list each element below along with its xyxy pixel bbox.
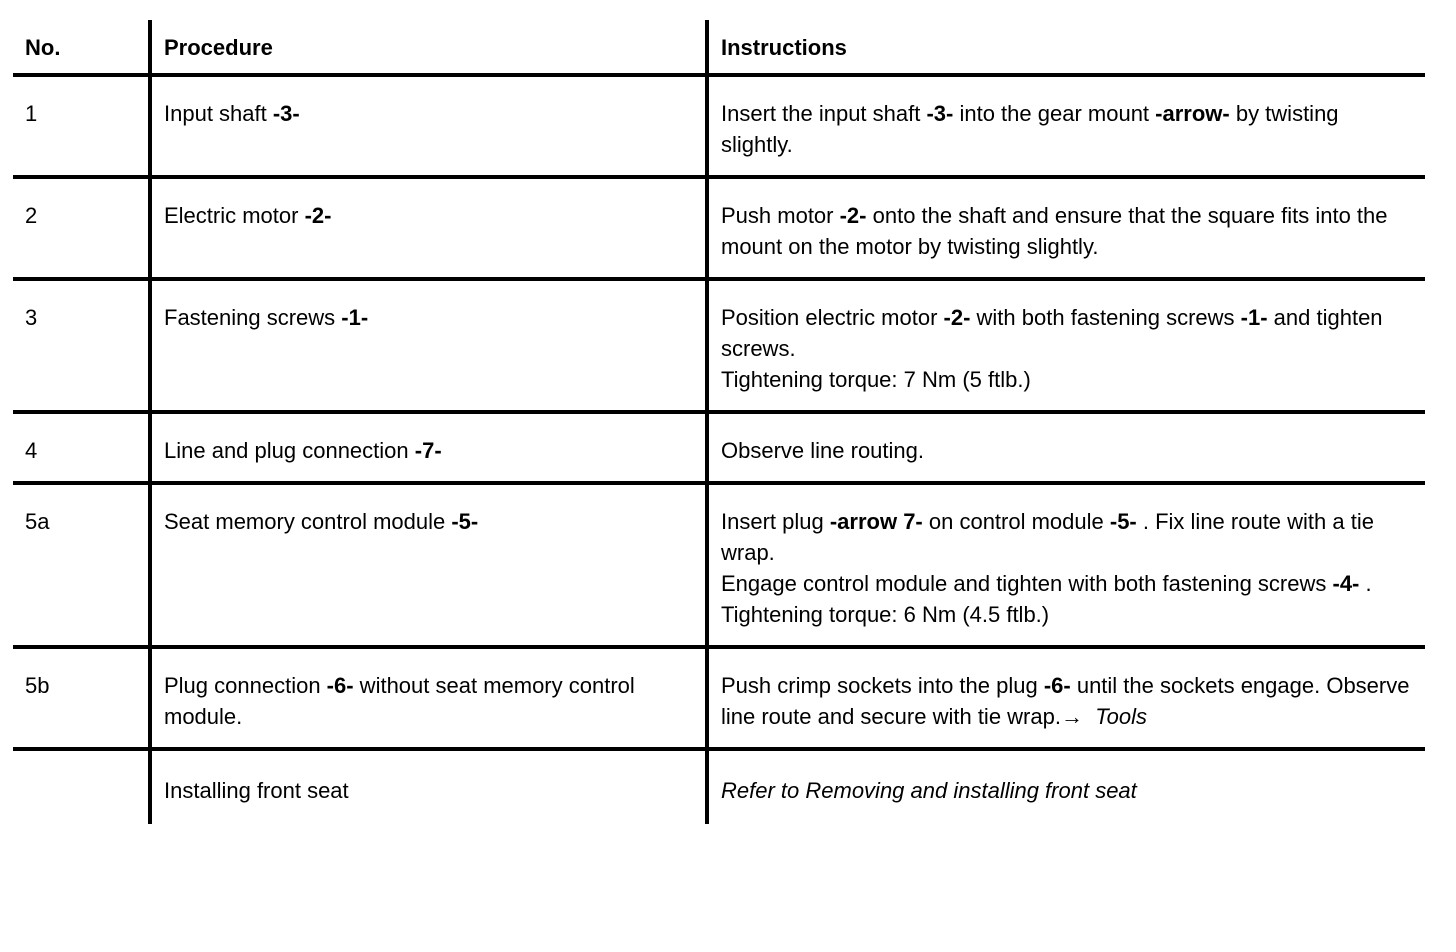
cell-procedure: Line and plug connection -7- — [148, 412, 707, 485]
table-row: Installing front seat Refer to Removing … — [13, 749, 1425, 824]
text-segment: Installing front seat — [164, 778, 349, 803]
cell-no: 5b — [13, 647, 150, 751]
text-segment: -6- — [1043, 673, 1071, 698]
table-header: No. Procedure Instructions — [13, 20, 1425, 77]
cell-procedure: Installing front seat — [148, 749, 707, 824]
text-segment: -4- — [1332, 571, 1360, 596]
text-segment: Seat memory control module — [164, 509, 452, 534]
cell-no: 5a — [13, 483, 150, 649]
column-header-procedure: Procedure — [148, 20, 707, 77]
cell-no: 4 — [13, 412, 150, 485]
text-segment: Observe line routing. — [721, 438, 924, 463]
procedure-table: No. Procedure Instructions 1 Input shaft… — [13, 20, 1425, 824]
text-segment: -7- — [414, 438, 442, 463]
cell-procedure: Plug connection -6- without seat memory … — [148, 647, 707, 751]
text-segment: onto the shaft and ensure that the squar… — [721, 203, 1394, 259]
text-segment: -2- — [943, 305, 971, 330]
table-row: 1 Input shaft -3- Insert the input shaft… — [13, 75, 1425, 179]
table-body: 1 Input shaft -3- Insert the input shaft… — [13, 75, 1425, 824]
text-segment: Tools — [1095, 704, 1147, 729]
table-row: 5b Plug connection -6- without seat memo… — [13, 647, 1425, 751]
cell-instructions: Refer to Removing and installing front s… — [705, 749, 1425, 824]
text-segment: with both fastening screws — [970, 305, 1241, 330]
text-segment: . Fix line route with a tie wrap. Engage… — [721, 509, 1374, 596]
text-segment: Fastening screws — [164, 305, 342, 330]
text-segment: Push crimp sockets into the plug — [721, 673, 1044, 698]
text-segment: . Tightening torque: 6 Nm (4.5 ftlb.) — [721, 571, 1372, 627]
text-segment: Insert plug — [721, 509, 830, 534]
text-segment: Refer to Removing and installing front s… — [721, 778, 1137, 803]
table-row: 5a Seat memory control module -5- Insert… — [13, 483, 1425, 649]
cell-instructions: Push crimp sockets into the plug -6- unt… — [705, 647, 1425, 751]
text-segment: into the gear mount — [953, 101, 1156, 126]
text-segment: -5- — [1109, 509, 1137, 534]
text-segment: -6- — [326, 673, 354, 698]
text-segment: -1- — [1240, 305, 1268, 330]
arrow-right-icon: → — [1060, 704, 1096, 729]
header-row: No. Procedure Instructions — [13, 20, 1425, 77]
text-segment: Position electric motor — [721, 305, 944, 330]
cell-no: 3 — [13, 279, 150, 414]
text-segment: -3- — [926, 101, 954, 126]
text-segment: by twisting slightly. — [721, 101, 1345, 157]
table-row: 4 Line and plug connection -7- Observe l… — [13, 412, 1425, 485]
cell-instructions: Observe line routing. — [705, 412, 1425, 485]
text-segment: until the sockets engage. Observe line r… — [721, 673, 1416, 729]
text-segment: Input shaft — [164, 101, 273, 126]
cell-procedure: Seat memory control module -5- — [148, 483, 707, 649]
text-segment: and tighten screws. Tightening torque: 7… — [721, 305, 1383, 392]
cell-no — [13, 749, 150, 824]
table-row: 2 Electric motor -2- Push motor -2- onto… — [13, 177, 1425, 281]
cell-instructions: Position electric motor -2- with both fa… — [705, 279, 1425, 414]
text-segment: Insert the input shaft — [721, 101, 927, 126]
cell-no: 1 — [13, 75, 150, 179]
text-segment: Plug connection — [164, 673, 327, 698]
column-header-no: No. — [13, 20, 150, 77]
column-header-instructions: Instructions — [705, 20, 1425, 77]
cell-instructions: Insert the input shaft -3- into the gear… — [705, 75, 1425, 179]
cell-procedure: Electric motor -2- — [148, 177, 707, 281]
text-segment: on control module — [922, 509, 1110, 534]
cell-procedure: Fastening screws -1- — [148, 279, 707, 414]
text-segment: Push motor — [721, 203, 840, 228]
text-segment: -1- — [341, 305, 369, 330]
text-segment: without seat memory control module. — [164, 673, 641, 729]
text-segment: Line and plug connection — [164, 438, 415, 463]
cell-instructions: Push motor -2- onto the shaft and ensure… — [705, 177, 1425, 281]
text-segment: -2- — [304, 203, 332, 228]
text-segment: -3- — [272, 101, 300, 126]
text-segment: -2- — [839, 203, 867, 228]
text-segment: -arrow- — [1155, 101, 1230, 126]
cell-no: 2 — [13, 177, 150, 281]
text-segment: Electric motor — [164, 203, 305, 228]
cell-instructions: Insert plug -arrow 7- on control module … — [705, 483, 1425, 649]
text-segment: -arrow 7- — [829, 509, 923, 534]
table-row: 3 Fastening screws -1- Position electric… — [13, 279, 1425, 414]
text-segment: -5- — [451, 509, 479, 534]
cell-procedure: Input shaft -3- — [148, 75, 707, 179]
